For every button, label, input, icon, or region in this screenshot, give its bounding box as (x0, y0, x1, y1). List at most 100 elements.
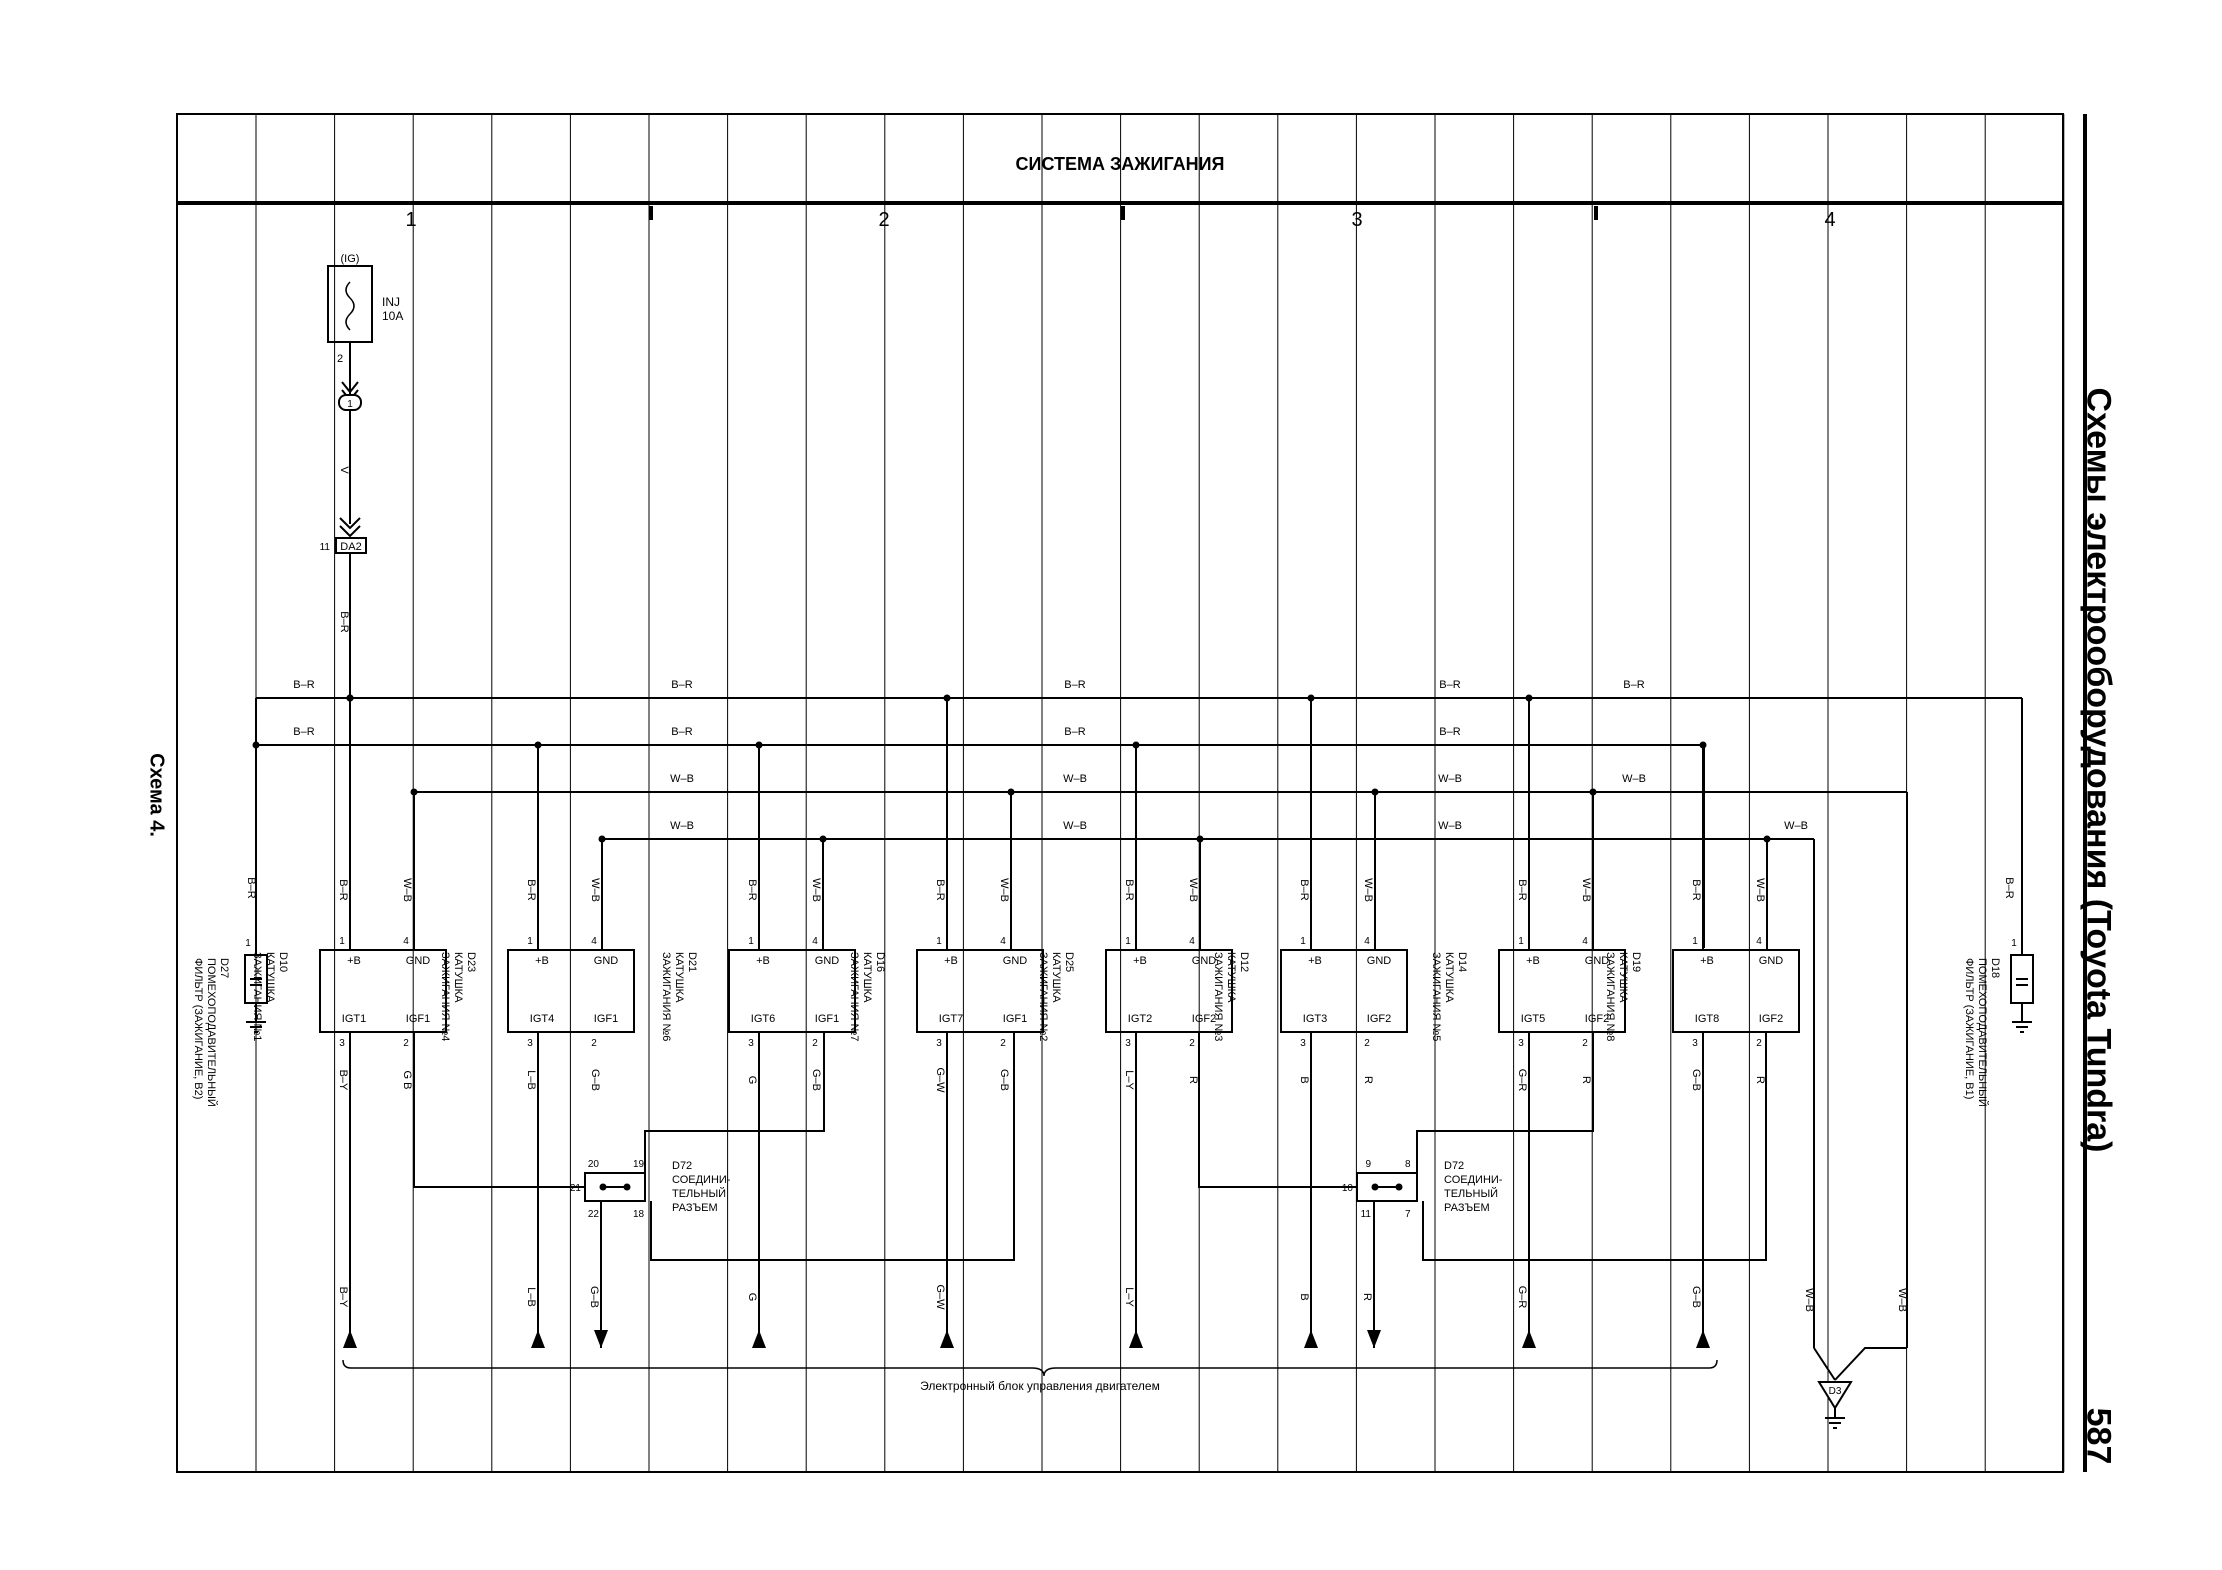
ignition-coil-d23 (507, 949, 635, 1033)
pin-number: 3 (1125, 1038, 1131, 1049)
connector-arrow (339, 517, 361, 538)
wire-w-b (1834, 1347, 1907, 1381)
bus-label: W–B (1784, 820, 1808, 832)
pin-label: IGF1 (406, 1013, 430, 1025)
pin-number: 2 (1756, 1038, 1762, 1049)
ecu-arrow-up (531, 1330, 545, 1348)
ecu-arrow-down (1367, 1330, 1381, 1348)
ground-name: D3 (1829, 1386, 1842, 1397)
pin-label: IGT1 (342, 1013, 366, 1025)
wire-color-label: L–Y (1123, 1287, 1135, 1307)
bus-label: B–R (293, 679, 314, 691)
wire-color-label: B–Y (337, 1070, 349, 1091)
pin-number: 4 (812, 936, 818, 947)
bus-label: W–B (1063, 773, 1087, 785)
column-number: 2 (878, 209, 889, 231)
pin-label: +B (347, 955, 361, 967)
coil-desc: КАТУШКА (264, 952, 276, 1003)
connector-desc: ТЕЛЬНЫЙ (672, 1187, 726, 1200)
pin-number: 1 (748, 936, 754, 947)
wire-color-label: B–R (525, 879, 537, 900)
coil-desc: ЗАЖИГАНИЯ №1 (251, 952, 263, 1041)
pin-number: 20 (588, 1159, 600, 1170)
ecu-arrow-up (1696, 1330, 1710, 1348)
column-number: 1 (405, 209, 416, 231)
wire-color-label: G–W (934, 1067, 946, 1093)
fuse-rating: 10A (382, 309, 403, 323)
wire-igf-return (413, 1032, 585, 1188)
pin-number: 2 (1364, 1038, 1370, 1049)
pin-number: 1 (1518, 936, 1524, 947)
wire-color-label: W–B (1896, 1288, 1908, 1312)
pin-label: IGF2 (1192, 1013, 1216, 1025)
coil-id: D23 (465, 952, 477, 972)
wire-color-label: G–B (588, 1286, 600, 1308)
pin-label: IGT8 (1695, 1013, 1719, 1025)
pin-number: 8 (1405, 1159, 1411, 1170)
ecu-arrow-up (752, 1330, 766, 1348)
pin-label: +B (1308, 955, 1322, 967)
pin-label: +B (1700, 955, 1714, 967)
wire-color-label: B–R (337, 879, 349, 900)
junction-dot (346, 694, 354, 702)
pin-label: GND (1003, 955, 1028, 967)
connector-name: D72 (1444, 1160, 1464, 1172)
coil-desc: ЗАЖИГАНИЯ №5 (1430, 952, 1442, 1041)
pin-number: 1 (527, 936, 533, 947)
filter-id: D18 (1989, 958, 2001, 978)
bus-label: W–B (1622, 773, 1646, 785)
wire-color-label: B–R (2003, 877, 2015, 898)
pin-number: 11 (320, 542, 331, 553)
coil-id: D19 (1630, 952, 1642, 972)
wire-color-label: G–B (810, 1069, 822, 1091)
junction-dot (819, 835, 827, 843)
pin-number: 2 (1189, 1038, 1195, 1049)
pin-number: 18 (633, 1209, 645, 1220)
connector-desc: ТЕЛЬНЫЙ (1444, 1187, 1498, 1200)
ecu-arrow-up (1304, 1330, 1318, 1348)
pin-number: 4 (1756, 936, 1762, 947)
junction-number: 1 (347, 399, 353, 410)
pin-label: GND (1759, 955, 1784, 967)
pin-number: 2 (337, 353, 343, 365)
wire-igf-return (1198, 1032, 1357, 1188)
coil-desc: КАТУШКА (1617, 952, 1629, 1003)
bus-label: B–R (1439, 726, 1460, 738)
bus-label: B–R (1439, 679, 1460, 691)
coil-desc: ЗАЖИГАНИЯ №3 (1212, 952, 1224, 1041)
pin-number: 3 (936, 1038, 942, 1049)
wire-color-label: R (1580, 1076, 1592, 1084)
filter-desc: ФИЛЬТР (ЗАЖИГАНИЕ, B1) (1963, 958, 1975, 1099)
pin-label: IGT4 (530, 1013, 554, 1025)
wire-color-label: L–Y (1123, 1070, 1135, 1090)
coil-desc: ЗАЖИГАНИЯ №4 (439, 952, 451, 1041)
ecu-arrow-up (940, 1330, 954, 1348)
pin-number: 2 (403, 1038, 409, 1049)
ignition-coil-d21 (728, 949, 856, 1033)
ecu-brace (342, 1359, 1718, 1377)
ignition-coil-d19 (1672, 949, 1800, 1033)
wire-color-label: W–B (1803, 1288, 1815, 1312)
junction-dot (1699, 741, 1707, 749)
junction-dot (1132, 741, 1140, 749)
wire-color-label: B–R (1516, 879, 1528, 900)
junction-dot (943, 694, 951, 702)
pin-label: IGF2 (1585, 1013, 1609, 1025)
filter-id: D27 (218, 958, 230, 978)
coil-desc: ЗАЖИГАНИЯ №8 (1604, 952, 1616, 1041)
pin-label: IGF2 (1367, 1013, 1391, 1025)
bus-label: B–R (293, 726, 314, 738)
wire-color-label: B–R (1690, 879, 1702, 900)
junction-dot (1371, 1183, 1379, 1191)
pin-number: 2 (1000, 1038, 1006, 1049)
diagram-title: СИСТЕМА ЗАЖИГАНИЯ (1016, 154, 1225, 174)
wire-color-label: W–B (1754, 878, 1766, 902)
scheme-label: Схема 4. (145, 753, 168, 837)
pin-number: 1 (2011, 938, 2017, 949)
wire-color-label: B–R (746, 879, 758, 900)
junction-dot (1395, 1183, 1403, 1191)
fuse-symbol (345, 281, 355, 331)
pin-number: 3 (1300, 1038, 1306, 1049)
wire-color-label: G–B (589, 1069, 601, 1091)
wire-color-label: B (1298, 1076, 1310, 1083)
